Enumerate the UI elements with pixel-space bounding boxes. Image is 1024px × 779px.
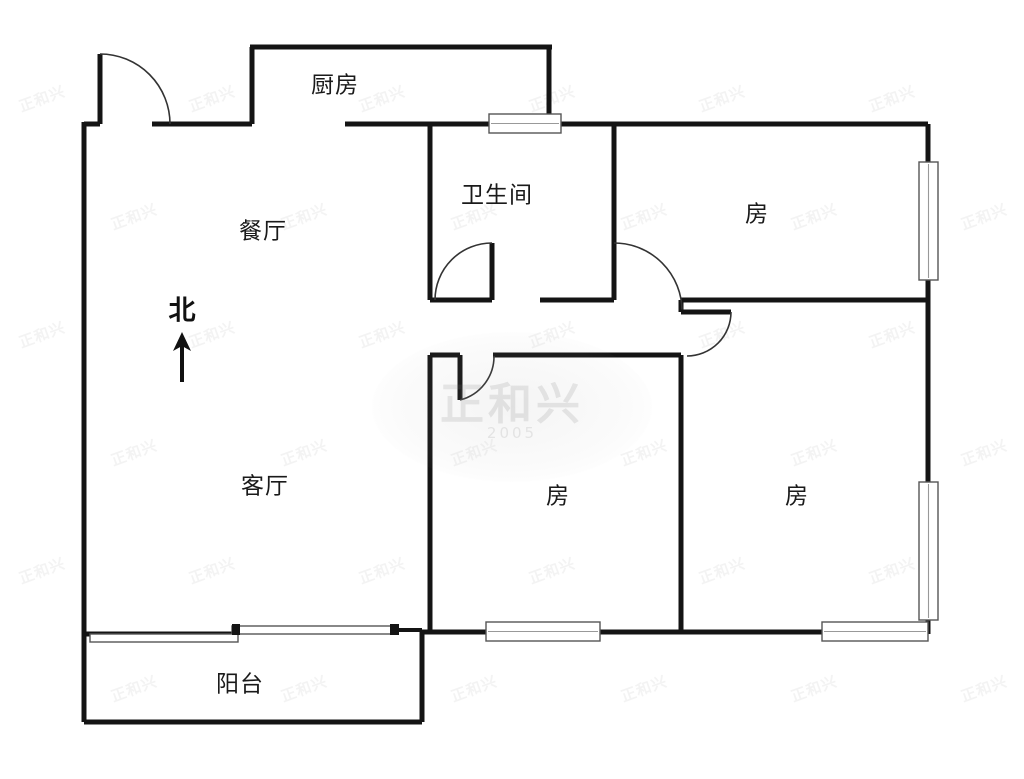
bathroom-door [434, 242, 495, 301]
window-bedroom-mid-south [485, 621, 601, 642]
compass-label: 北 [169, 296, 196, 327]
exterior-walls [81, 44, 931, 725]
window-bedroom-se-east [918, 481, 939, 621]
compass-north: 北 [169, 296, 196, 382]
balcony-sliding-door [84, 624, 422, 643]
room-label-bedroom-se: 房 [785, 484, 809, 510]
window-bedroom-ne [918, 161, 939, 281]
room-label-kitchen: 厨房 [311, 73, 359, 99]
room-label-bedroom-ne: 房 [745, 202, 769, 228]
window-bedroom-se-south [821, 621, 929, 642]
bedroom-ne-door [611, 242, 683, 312]
hall-door [681, 309, 732, 357]
window-kitchen [488, 113, 562, 134]
room-label-balcony: 阳台 [216, 672, 264, 698]
room-label-living: 客厅 [241, 474, 289, 500]
room-label-dining: 餐厅 [239, 219, 287, 245]
room-labels: 厨房餐厅卫生间房客厅房房阳台 [216, 73, 809, 698]
compass-arrow-head [173, 332, 191, 351]
room-label-bedroom-mid: 房 [546, 484, 570, 510]
bedroom-mid-door [457, 355, 495, 401]
room-label-bathroom: 卫生间 [461, 183, 533, 209]
entry-door [97, 53, 171, 125]
